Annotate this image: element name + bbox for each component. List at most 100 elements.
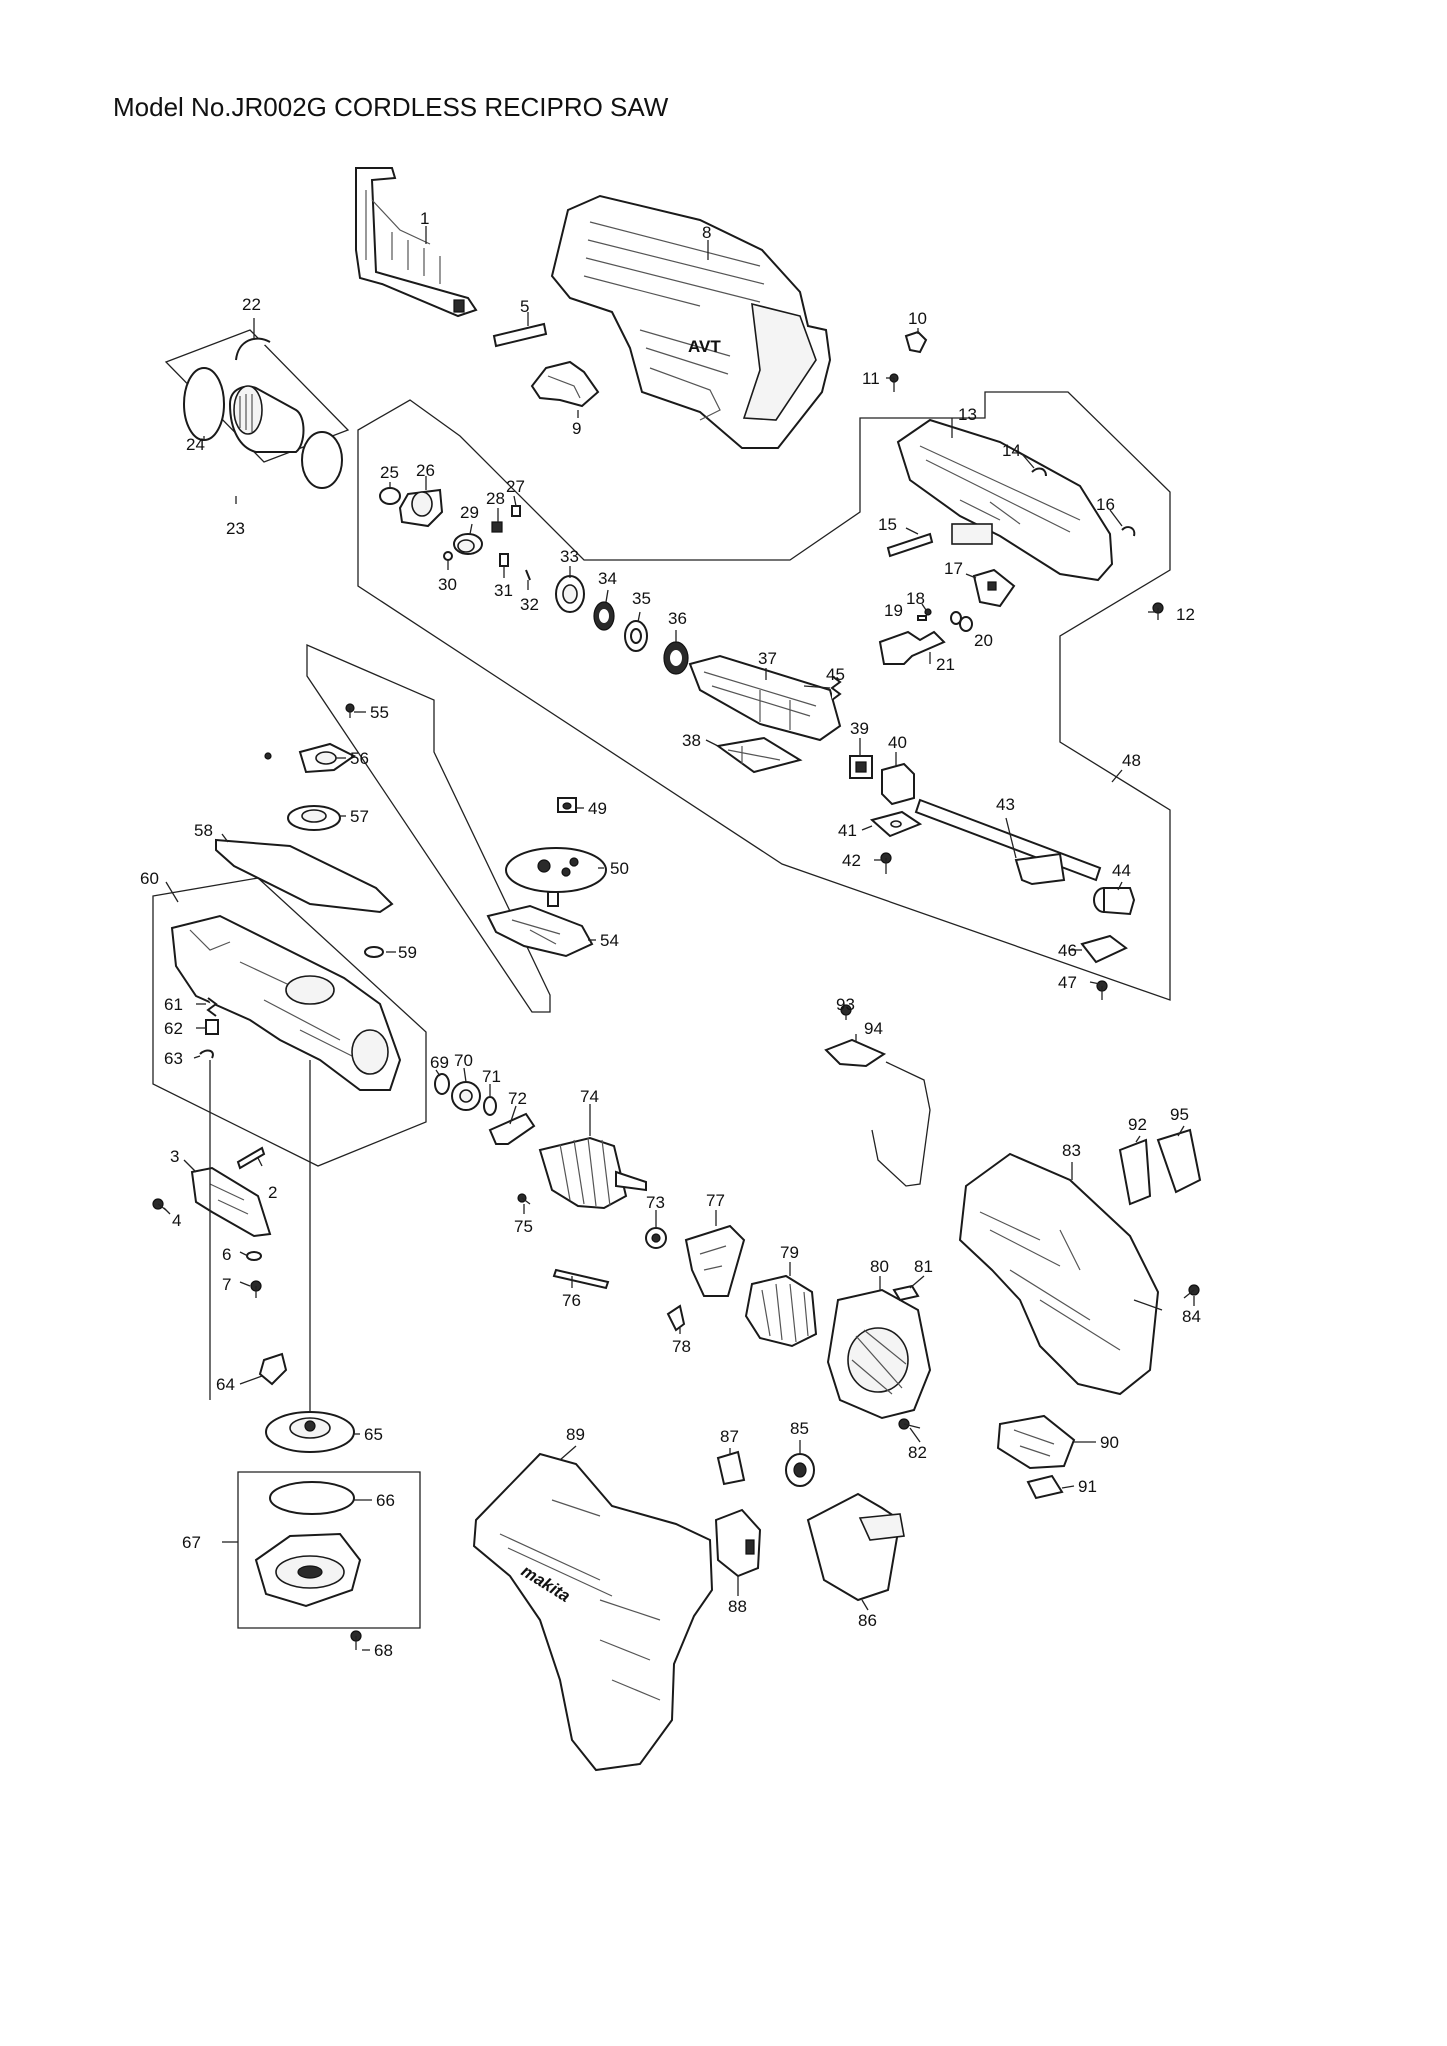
part-56-bearing-retainer	[264, 742, 356, 774]
part-label: 23	[226, 519, 245, 538]
part-label: 25	[380, 463, 399, 482]
part-label: 5	[520, 297, 529, 316]
part-label: 73	[646, 1193, 665, 1212]
part-label: 88	[728, 1597, 747, 1616]
part-58-gasket	[215, 838, 394, 914]
part-21-lock-lever	[878, 630, 946, 665]
part-88-switch	[714, 1508, 762, 1578]
part-label: 69	[430, 1053, 449, 1072]
part-label: 70	[454, 1051, 473, 1070]
part-label: 1	[420, 209, 429, 228]
part-label: 87	[720, 1427, 739, 1446]
part-68-screw	[350, 1630, 362, 1650]
part-labels: 1 2 3 4 5 6 7 8 9 10 11 12 13 14 15 16 1…	[140, 209, 1201, 1660]
part-83-motor-housing-half	[958, 1152, 1160, 1396]
part-25-ring	[379, 487, 401, 505]
part-64-clip	[258, 1352, 288, 1386]
part-label: 31	[494, 581, 513, 600]
part-label: 92	[1128, 1115, 1147, 1134]
part-label: 66	[376, 1491, 395, 1510]
part-9-lever	[530, 360, 600, 408]
part-14-clip	[1031, 467, 1047, 477]
part-label: 48	[1122, 751, 1141, 770]
part-label: 74	[580, 1087, 599, 1106]
part-63-clip	[199, 1049, 214, 1059]
part-54-guide-plate	[486, 904, 594, 958]
part-label: 32	[520, 595, 539, 614]
avt-logo-text: AVT	[688, 337, 721, 356]
part-55-screw	[345, 703, 355, 718]
part-74-armature	[538, 1136, 647, 1210]
part-7-screw	[250, 1280, 262, 1298]
part-label: 7	[222, 1275, 231, 1294]
part-31-pin	[499, 553, 509, 567]
part-37-slider-frame	[688, 654, 842, 742]
part-label: 43	[996, 795, 1015, 814]
part-label: 37	[758, 649, 777, 668]
part-label: 61	[164, 995, 183, 1014]
part-label: 29	[460, 503, 479, 522]
part-71-washer	[483, 1096, 497, 1116]
part-75-screw	[517, 1193, 531, 1205]
part-39-square-nut	[849, 755, 873, 779]
leader-lines	[163, 226, 1195, 1651]
part-label: 3	[170, 1147, 179, 1166]
part-17-bracket	[972, 568, 1016, 608]
part-80-motor-housing	[826, 1288, 932, 1420]
part-44-bushing	[1093, 887, 1136, 916]
part-18-pin	[924, 608, 932, 616]
page-title: Model No.JR002G CORDLESS RECIPRO SAW	[113, 92, 669, 122]
part-6-washer	[246, 1251, 262, 1261]
part-35-washer	[624, 620, 648, 652]
part-label: 47	[1058, 973, 1077, 992]
part-45-spring	[830, 675, 842, 701]
part-label: 62	[164, 1019, 183, 1038]
part-86-battery-cover	[806, 1492, 905, 1602]
part-84-screw	[1183, 1284, 1200, 1299]
part-8-gear-housing-cover: AVT	[550, 194, 832, 449]
part-label: 93	[836, 995, 855, 1014]
part-label: 67	[182, 1533, 201, 1552]
part-67-bottom-cover	[254, 1532, 362, 1608]
part-label: 6	[222, 1245, 231, 1264]
part-label: 86	[858, 1611, 877, 1630]
part-24-o-rings	[183, 367, 343, 489]
part-87-switch-cap	[716, 1450, 746, 1486]
part-33-bearing	[555, 575, 585, 613]
part-label: 20	[974, 631, 993, 650]
part-65-gear-disc	[265, 1411, 355, 1453]
part-label: 55	[370, 703, 389, 722]
part-5-pin	[492, 322, 548, 348]
part-82-screw	[898, 1418, 921, 1430]
part-label: 18	[906, 589, 925, 608]
part-20-o-rings	[950, 611, 973, 632]
part-label: 89	[566, 1425, 585, 1444]
part-label: 79	[780, 1243, 799, 1262]
part-3-guide-plate	[190, 1166, 272, 1238]
part-66-o-ring	[269, 1481, 355, 1515]
part-label: 83	[1062, 1141, 1081, 1160]
part-label: 19	[884, 601, 903, 620]
part-label: 54	[600, 931, 619, 950]
part-36-bearing	[663, 641, 689, 675]
part-label: 10	[908, 309, 927, 328]
part-10-cap	[904, 330, 928, 354]
part-42-screw	[880, 852, 892, 874]
part-label: 56	[350, 749, 369, 768]
part-label: 35	[632, 589, 651, 608]
part-label: 42	[842, 851, 861, 870]
part-76-bolt	[552, 1268, 610, 1290]
part-label: 46	[1058, 941, 1077, 960]
part-label: 44	[1112, 861, 1131, 880]
part-43-slider-shaft	[914, 798, 1102, 886]
part-label: 11	[862, 369, 880, 388]
part-label: 38	[682, 731, 701, 750]
part-90-controller	[996, 1414, 1076, 1470]
part-19-spring	[917, 615, 927, 621]
part-label: 8	[702, 223, 711, 242]
part-85-knob	[785, 1453, 815, 1487]
part-60-gear-housing	[170, 914, 402, 1091]
part-label: 12	[1176, 605, 1195, 624]
